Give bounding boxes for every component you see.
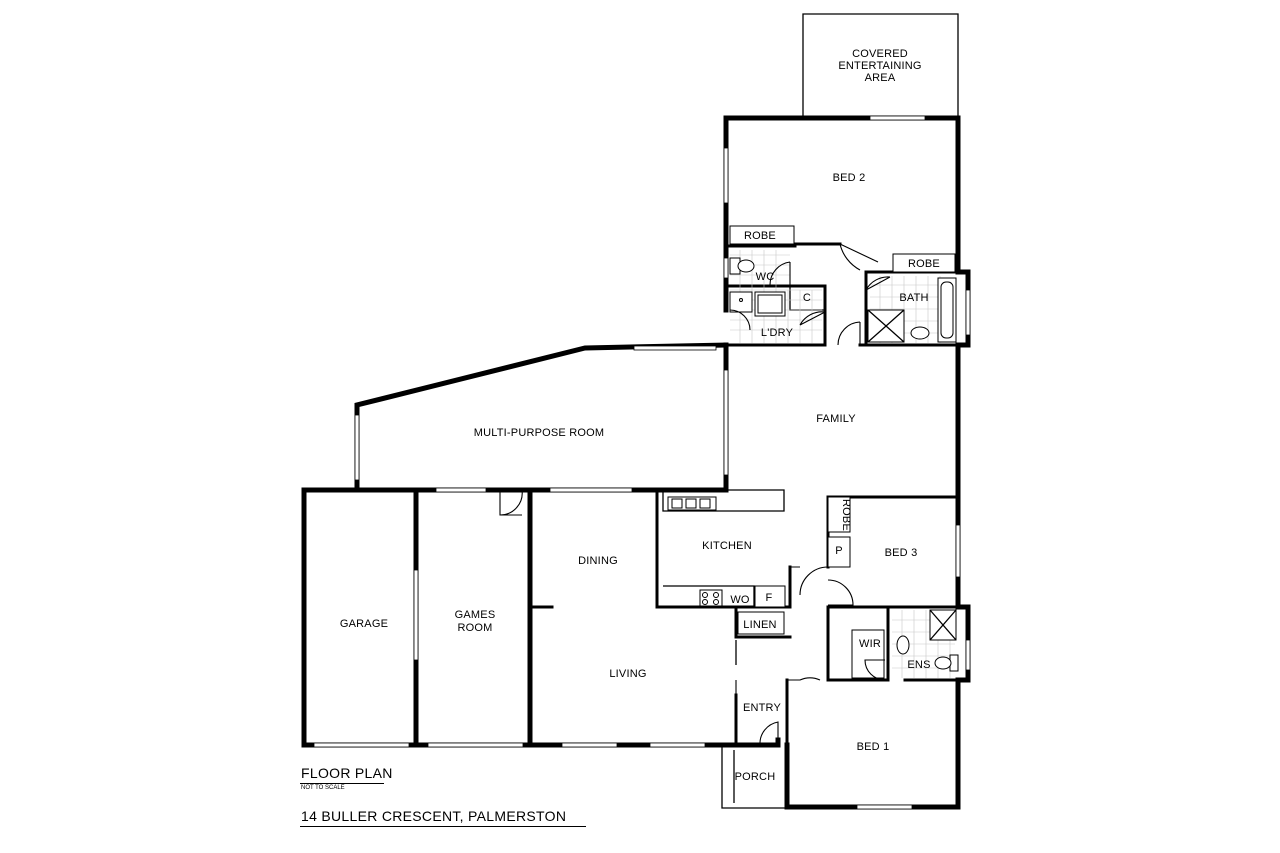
property-address: 14 BULLER CRESCENT, PALMERSTON	[301, 808, 567, 824]
label-bed-3: BED 3	[885, 547, 918, 559]
plan-title: FLOOR PLAN	[301, 765, 393, 781]
label-covered-2: ENTERTAINING	[838, 60, 921, 72]
label-c: C	[803, 292, 811, 304]
label-porch: PORCH	[735, 771, 776, 783]
label-multi-purpose: MULTI-PURPOSE ROOM	[474, 427, 605, 439]
label-linen: LINEN	[743, 619, 776, 631]
label-bed-2: BED 2	[833, 172, 866, 184]
label-games-1: GAMES	[455, 609, 496, 621]
label-laundry: L'DRY	[761, 327, 794, 339]
label-family: FAMILY	[816, 413, 856, 425]
built-ins	[729, 225, 956, 679]
interior-walls	[354, 242, 960, 748]
room-labels: COVERED ENTERTAINING AREA BED 2 ROBE ROB…	[340, 48, 940, 783]
kitchen-bench	[662, 489, 786, 608]
label-bath: BATH	[899, 292, 928, 304]
label-living: LIVING	[609, 668, 646, 680]
porch-outline	[721, 745, 787, 809]
label-wc: WC	[756, 271, 775, 283]
label-covered-1: COVERED	[852, 48, 908, 60]
label-kitchen: KITCHEN	[702, 540, 752, 552]
label-dining: DINING	[578, 555, 618, 567]
exterior-walls	[301, 115, 971, 810]
covered-area-outline	[802, 13, 959, 118]
label-covered-3: AREA	[865, 72, 896, 84]
windows	[313, 115, 971, 810]
doors	[499, 243, 891, 746]
label-robe-vertical: ROBE	[840, 499, 852, 531]
label-pantry: P	[835, 545, 843, 557]
label-garage: GARAGE	[340, 618, 388, 630]
label-wir: WIR	[859, 638, 881, 650]
address-underline	[300, 826, 586, 827]
label-robe-right: ROBE	[908, 258, 940, 270]
title-underline	[300, 783, 384, 784]
label-bed-1: BED 1	[857, 741, 890, 753]
label-f: F	[766, 592, 773, 604]
label-ensuite: ENS	[907, 659, 930, 671]
label-wo: WO	[730, 594, 750, 606]
label-games-2: ROOM	[457, 622, 492, 634]
label-entry: ENTRY	[743, 702, 782, 714]
label-robe-left: ROBE	[744, 230, 776, 242]
fixtures	[729, 257, 959, 672]
scale-note: NOT TO SCALE	[301, 785, 345, 791]
